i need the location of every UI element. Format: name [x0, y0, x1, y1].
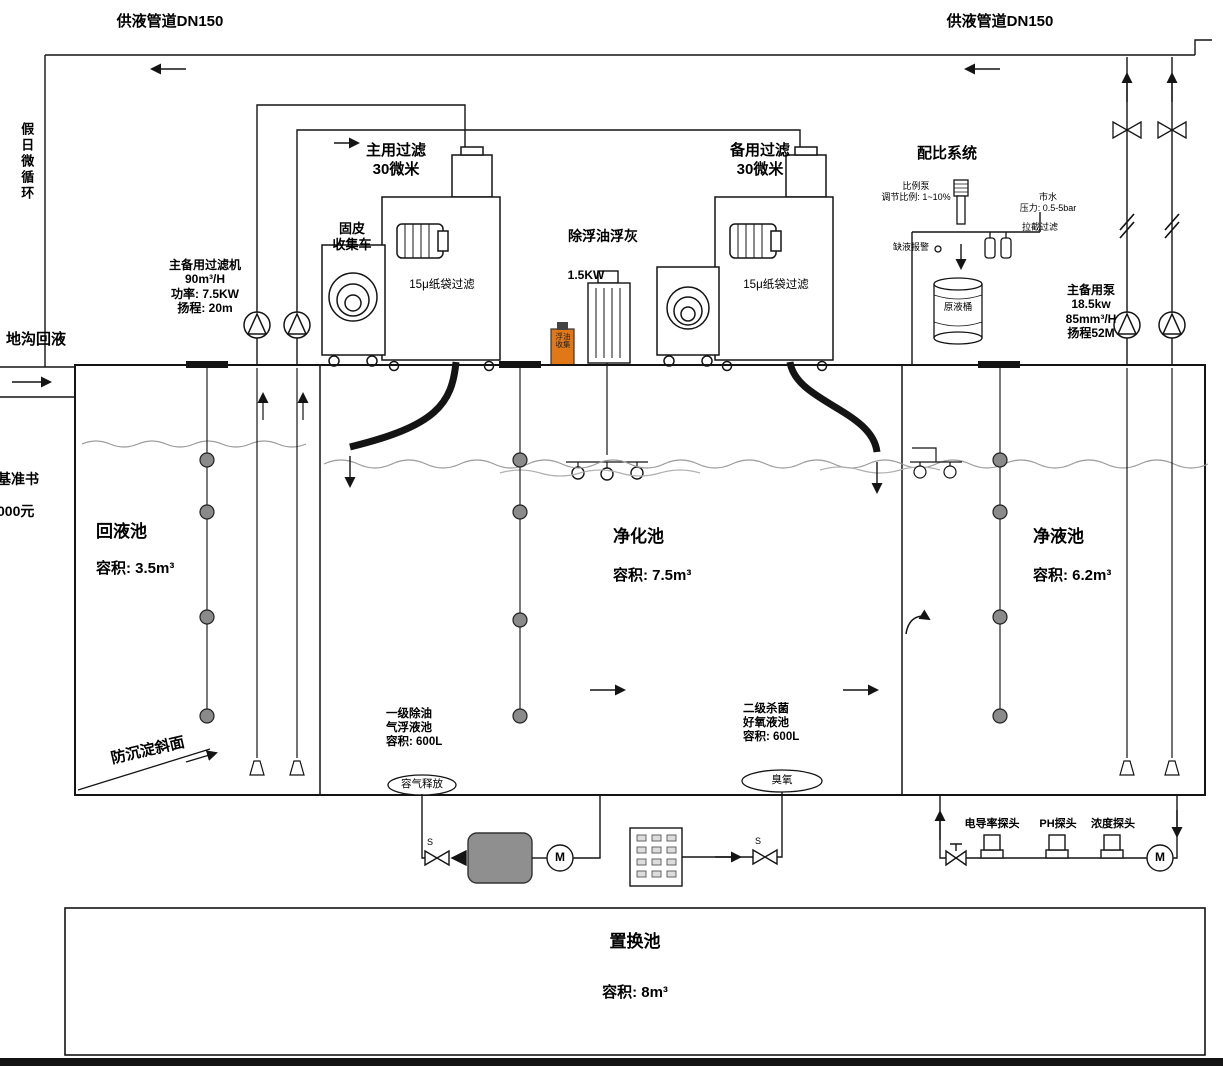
backup-filter-machine [714, 146, 834, 372]
holiday-circulation-label: 假日微循环 [19, 122, 35, 202]
supply-piping [44, 39, 1212, 367]
flow-arrows [590, 609, 931, 696]
ozone-generator [629, 792, 783, 887]
solid-cart-graphic [321, 244, 386, 367]
foot-valves [249, 760, 1180, 776]
probe-conductivity-label: 电导率探头 [964, 818, 1020, 830]
replace-tank-outline [64, 907, 1206, 1056]
air-release-label: 容气释放 [401, 778, 443, 790]
filter-unit-specs: 主备用过滤机 90m³/H 功率: 7.5KW 扬程: 20m [168, 258, 242, 316]
slope-line [77, 748, 218, 791]
stage2-label: 二级杀菌 好氧液池 容积: 600L [743, 703, 800, 743]
ratio-system-title: 配比系统 [916, 145, 978, 162]
stock-barrel-label: 原液桶 [943, 302, 973, 313]
edge-text-bottom: 000元 [0, 503, 35, 519]
edge-text-top: 基准书 [0, 471, 39, 487]
city-water-label: 市水 压力: 0.5-5bar [1019, 192, 1077, 214]
ratio-pump-label: 比例泵 调节比例: 1~10% [881, 181, 951, 203]
suction-lines [256, 368, 1173, 758]
return-pool-name: 回液池 [96, 522, 147, 541]
pump-icons [243, 311, 1186, 339]
inline-filter-label: 拉截过滤 [1021, 222, 1059, 232]
ozone-label: 臭氧 [771, 774, 793, 786]
discharge-pipes [344, 361, 883, 494]
replace-pool-name: 置换池 [609, 932, 661, 951]
low-liquid-alarm-label: 缺液报警 [892, 242, 930, 252]
main-filter-title: 主用过滤 30微米 [365, 142, 427, 178]
stock-barrel-graphic [933, 277, 983, 345]
right-skimmer [910, 447, 962, 479]
return-pool-volume: 容积: 3.5m³ [96, 560, 175, 577]
motor-left-label: M [555, 850, 565, 864]
probe-concentration-label: 浓度探头 [1091, 818, 1135, 830]
sensor-mounts [186, 361, 1020, 368]
dosing-probe-loop [934, 795, 1183, 872]
ratio-system-graphic [934, 179, 1012, 259]
supply-pipe-right-label: 供液管道DN150 [946, 13, 1054, 30]
bottom-border-bar [0, 1058, 1223, 1066]
bag-filter-label-backup: 15μ纸袋过滤 [743, 279, 809, 291]
solenoid-right-label: S [754, 836, 762, 846]
water-surface-lines [81, 440, 1209, 477]
trench-return-label: 地沟回液 [6, 331, 67, 348]
supply-pipe-left-label: 供液管道DN150 [116, 13, 224, 30]
bag-filter-label-main: 15μ纸袋过滤 [409, 279, 475, 291]
oil-removal-power: 1.5KW [567, 268, 605, 282]
purify-pool-volume: 容积: 7.5m³ [613, 567, 692, 584]
backup-filter-title: 备用过滤 30微米 [729, 142, 791, 178]
pump-unit-specs: 主备用泵 18.5kw 85mm³/H 扬程52M [1065, 283, 1117, 341]
main-filter-machine [381, 146, 501, 372]
replace-pool-volume: 容积: 8m³ [602, 984, 668, 1001]
air-pump-loop [421, 794, 601, 884]
solenoid-left-label: S [426, 837, 434, 847]
main-tank-structure [0, 364, 1206, 796]
level-sensors [199, 368, 1008, 724]
riser-valve-icon [1112, 120, 1187, 140]
probe-ph-label: PH探头 [1039, 818, 1077, 830]
oil-removal-title: 除浮油浮灰 [568, 228, 638, 244]
clean-pool-volume: 容积: 6.2m³ [1033, 567, 1112, 584]
motor-right-label: M [1155, 850, 1165, 864]
oil-skimmer-device [566, 270, 648, 481]
clean-pool-name: 净液池 [1033, 527, 1084, 546]
pipe-union-icon [1119, 213, 1180, 239]
purify-pool-name: 净化池 [613, 527, 664, 546]
second-cart-graphic [656, 266, 720, 367]
solid-cart-label: 固皮 收集车 [332, 221, 372, 253]
stage1-label: 一级除油 气浮液池 容积: 600L [386, 708, 443, 748]
oil-bottle-label: 浮油 收集 [555, 332, 571, 350]
